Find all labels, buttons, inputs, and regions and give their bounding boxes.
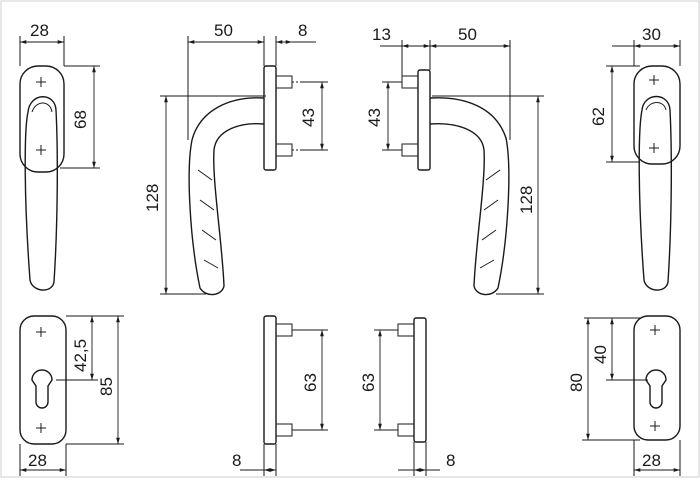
dim-top-left-width: 28	[30, 21, 49, 40]
side-view-handle-left	[188, 65, 300, 296]
dim-bottom-left-width: 28	[28, 451, 47, 470]
dim-top-left-height: 68	[71, 110, 90, 129]
dim-bottom-right-width: 28	[642, 451, 661, 470]
dim-bottom-mid-left-plate: 8	[232, 451, 241, 470]
side-view-handle-right	[401, 69, 510, 296]
drawing-frame	[0, 0, 700, 478]
dim-bottom-mid-right-screws: 63	[359, 373, 378, 392]
dim-side-left-height: 128	[143, 184, 162, 212]
escutcheon-front-right	[633, 315, 681, 441]
dim-side-right-screws: 43	[365, 108, 384, 127]
front-view-handle-left	[19, 65, 65, 291]
front-view-handle-right	[633, 65, 681, 291]
dim-side-right-height: 128	[517, 186, 536, 214]
dim-bottom-left-height-b: 85	[97, 377, 116, 396]
dim-side-right-projection: 50	[458, 25, 477, 44]
dim-bottom-left-height-a: 42,5	[71, 339, 90, 372]
dim-bottom-right-height-a: 40	[591, 345, 610, 364]
dim-bottom-right-height-b: 80	[567, 373, 586, 392]
dim-side-left-screws: 43	[299, 108, 318, 127]
dim-bottom-mid-right-plate: 8	[446, 451, 455, 470]
dim-side-left-plate: 8	[298, 21, 307, 40]
dim-top-right-width: 30	[642, 25, 661, 44]
dim-side-left-projection: 50	[214, 21, 233, 40]
escutcheon-side-right	[397, 317, 427, 443]
dim-bottom-mid-left-screws: 63	[301, 373, 320, 392]
dim-side-right-plate: 13	[372, 25, 391, 44]
dim-top-right-height: 62	[589, 107, 608, 126]
escutcheon-side-left	[263, 315, 293, 445]
